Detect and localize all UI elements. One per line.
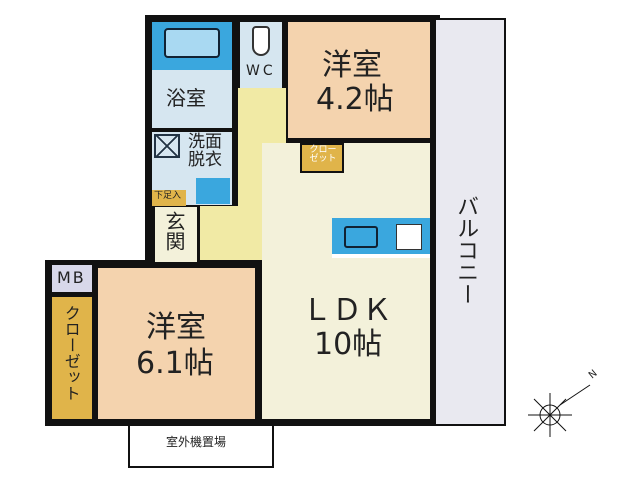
room-mb: MB [52,265,92,292]
wc-label: WC [246,63,276,79]
room-bath: 浴室 [152,70,232,128]
room-western-6-1: 洋室 6.1帖 [98,268,255,419]
entrance-label: 玄関 [162,211,186,251]
room-washroom: 洗面脱衣 [152,132,232,205]
closet-small-label: クロー ゼット [309,145,337,165]
ldk-size: 10帖 [314,327,383,362]
outdoor-unit-label: 室外機置場 [166,435,227,449]
mb-label: MB [57,268,86,287]
bathtub [152,22,232,70]
bath-label: 浴室 [166,86,206,110]
washroom-label: 洗面脱衣 [188,132,222,170]
kitchen-sink-icon [344,226,378,248]
shoe-box: 下足入 [152,190,186,206]
balcony: バルコニー [436,18,506,426]
room-entrance: 玄関 [155,207,197,262]
compass-rose-icon [528,384,591,437]
sink-icon [196,178,230,204]
closet-large-label: クローゼット [61,305,81,401]
western-small-name: 洋室 [322,48,382,83]
western-large-size: 6.1帖 [136,346,214,381]
kitchen-counter [332,218,430,258]
ldk-name: ＬＤＫ [302,293,392,328]
closet-small: クロー ゼット [300,143,344,173]
bathtub-icon [164,28,220,58]
outdoor-unit-area: 室外機置場 [128,426,274,468]
room-wc: WC [240,22,282,88]
toilet-icon [252,26,270,56]
closet-large: クローゼット [52,297,92,419]
western-large-name: 洋室 [146,310,206,345]
stove-icon [396,224,422,250]
shoe-box-label: 下足入 [154,191,182,201]
compass: N [520,368,600,450]
balcony-label: バルコニー [453,195,479,305]
room-ldk: ＬＤＫ 10帖 [262,143,430,419]
western-small-size: 4.2帖 [316,82,394,117]
washer-space-icon [154,134,180,158]
room-western-4-2: 洋室 4.2帖 [288,22,430,138]
